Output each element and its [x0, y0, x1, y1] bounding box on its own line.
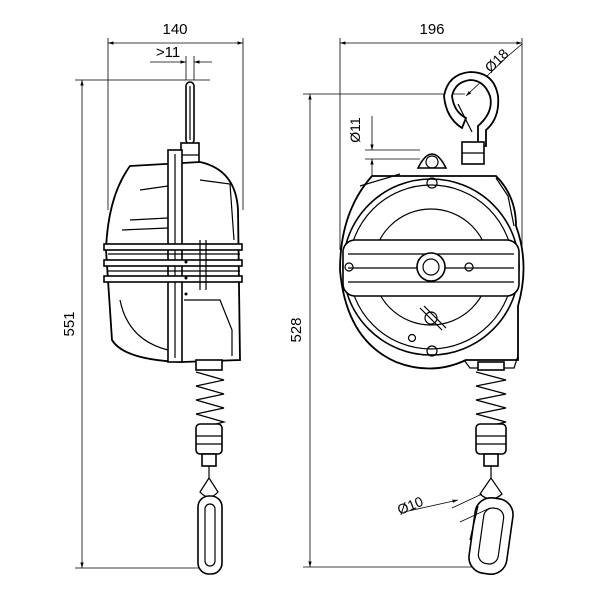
side-spring [195, 371, 227, 429]
hook-diameter-label: Ø18 [481, 45, 511, 75]
front-hook [443, 71, 500, 147]
side-carabiner [197, 495, 223, 575]
front-width-label: 196 [419, 21, 444, 38]
eye-diameter-label: Ø11 [347, 117, 363, 143]
front-view: 196 528 Ø11 Ø18 [288, 21, 525, 576]
wire-diameter-label: Ø10 [395, 493, 426, 518]
side-view: 140 >11 551 [61, 21, 244, 575]
front-height-label: 528 [288, 317, 305, 342]
front-spring [475, 371, 507, 429]
side-width-label: 140 [162, 21, 187, 38]
front-carabiner [468, 496, 514, 576]
side-offset-label: >11 [156, 44, 180, 61]
side-height-label: 551 [61, 311, 78, 336]
